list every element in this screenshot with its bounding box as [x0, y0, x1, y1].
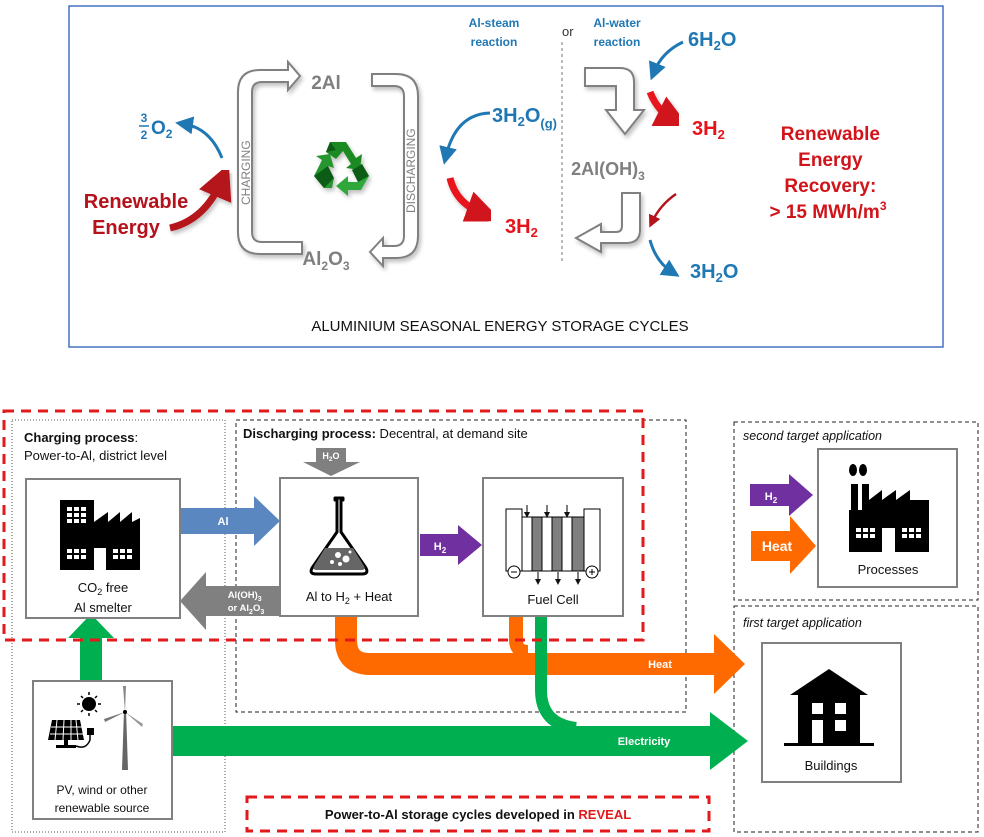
water-down-arrow [584, 67, 647, 136]
smelter-label-line1: CO2 free [78, 580, 129, 597]
second-target-heading: second target application [743, 429, 882, 443]
aluminium-hydroxide-label: 2Al(OH)3 [571, 159, 645, 183]
processes-box: Processes [817, 448, 958, 588]
processes-h2-label: H2 [765, 491, 778, 505]
wind-turbine-icon [104, 686, 143, 770]
factory-icon [60, 500, 140, 570]
al-flow-arrowhead [254, 496, 280, 546]
first-target-heading: first target application [743, 616, 862, 630]
fuel-cell-icon [505, 505, 601, 585]
return-flow-line [205, 586, 280, 616]
cycle-top-label: 2Al [311, 73, 341, 94]
discharging-vertical-label: DISCHARGING [404, 128, 418, 213]
heat-flow-arrowhead [714, 634, 745, 694]
processes-heat-line [751, 531, 791, 561]
electricity-flow-label: Electricity [618, 736, 671, 748]
charging-process-heading: Charging process: [24, 430, 138, 445]
h2-flow-line [420, 534, 460, 556]
solar-panel-icon [48, 719, 94, 748]
processes-h2-arrowhead [789, 474, 813, 516]
smelter-box: CO2 free Al smelter [25, 478, 181, 619]
processes-h2-line [750, 484, 790, 506]
fuel-cell-label: Fuel Cell [527, 592, 578, 607]
first-target-container [733, 605, 979, 833]
energy-input-arrow [169, 163, 232, 232]
discharging-process-heading: Discharging process: Decentral, at deman… [243, 426, 528, 441]
buildings-box: Buildings [761, 642, 902, 783]
fuel-cell-heat-line [509, 615, 529, 659]
fuel-cell-box: Fuel Cell [482, 477, 624, 617]
reactor-label: Al to H2 + Heat [306, 589, 393, 606]
charging-cycle-arrow [237, 59, 303, 255]
buildings-label: Buildings [805, 758, 858, 773]
h2-flow-arrowhead [458, 525, 482, 565]
reveal-legend-text: Power-to-Al storage cycles developed in … [325, 807, 631, 822]
charging-process-subheading: Power-to-Al, district level [24, 448, 167, 463]
discharging-process-container [235, 419, 687, 713]
charging-vertical-label: CHARGING [239, 140, 253, 205]
smelter-label-line2: Al smelter [74, 600, 132, 615]
renewable-source-label-line1: PV, wind or other [57, 783, 148, 797]
heat-return-arrow [649, 192, 677, 228]
processes-label: Processes [858, 562, 919, 577]
second-target-container [733, 421, 979, 601]
renewable-source-box: PV, wind or other renewable source [32, 680, 173, 820]
house-icon [784, 669, 874, 746]
water-return-formula: 3H2O [690, 261, 738, 285]
source-to-smelter-arrowhead [68, 614, 114, 638]
separator-or-label: or [562, 24, 574, 39]
reactor-box: Al to H2 + Heat [279, 477, 419, 617]
reveal-legend-box [245, 795, 711, 833]
svg-text:2: 2 [141, 128, 148, 142]
water-return-output-arrow [648, 239, 680, 277]
al-flow-label: Al [218, 516, 229, 528]
heat-flow-label: Heat [648, 659, 672, 671]
h2-flow-label: H2 [434, 541, 447, 555]
flask-icon [309, 496, 369, 576]
return-flow-arrowhead [180, 572, 206, 630]
energy-recovery-label: Renewable Energy Recovery: > 15 MWh/m3 [769, 124, 886, 223]
electricity-arrowhead [710, 712, 748, 770]
water-hydrogen-arrow [646, 90, 690, 128]
water-return-arrow [573, 192, 641, 254]
discharging-cycle-arrow [368, 73, 419, 269]
fuel-cell-electricity-line [535, 615, 577, 734]
cycle-bottom-label: Al2O3 [302, 249, 349, 273]
charging-process-container [11, 419, 226, 833]
steam-output-formula: 3H2 [505, 216, 538, 240]
water-input-arrowhead [303, 462, 360, 476]
water-input-formula: 6H2O [688, 29, 736, 53]
sun-icon [77, 692, 101, 716]
al-flow-line [180, 508, 255, 534]
bottom-panel: Heat Electricity Al Al(OH)3 or Al2O3 H2 … [2, 409, 979, 833]
source-to-smelter-line [80, 636, 102, 682]
processes-heat-arrowhead [790, 516, 816, 574]
steam-input-arrow [439, 111, 491, 165]
reveal-scope-outline [2, 409, 645, 642]
water-input-line [316, 448, 346, 462]
water-input-arrow [648, 40, 684, 81]
steam-input-formula: 3H2O(g) [492, 105, 557, 131]
return-flow-label: Al(OH)3 or Al2O3 [228, 590, 265, 616]
svg-text:O2: O2 [151, 118, 173, 141]
water-output-formula: 3H2 [692, 118, 725, 142]
svg-text:3: 3 [141, 111, 148, 125]
industrial-factory-icon [849, 464, 929, 552]
top-panel: 2Al Al2O3 CHARGING DISCHARGING Renewable… [68, 5, 944, 348]
steam-hydrogen-arrow [446, 177, 501, 225]
top-panel-title: ALUMINIUM SEASONAL ENERGY STORAGE CYCLES [311, 318, 688, 335]
recycle-icon [314, 142, 369, 196]
oxygen-formula: 3 2 O2 [139, 111, 173, 142]
water-input-label: H2O [322, 451, 339, 463]
renewable-source-label-line2: renewable source [55, 801, 150, 815]
processes-heat-label: Heat [762, 538, 793, 554]
oxygen-output-arrow [175, 116, 224, 159]
